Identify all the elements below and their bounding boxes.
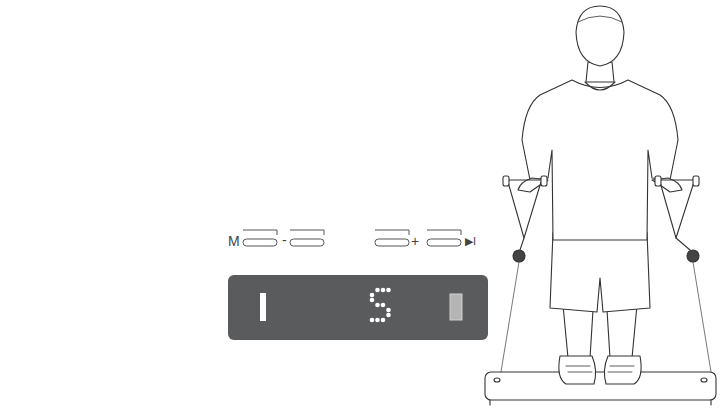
- button-label: -: [282, 233, 287, 247]
- led-dot: [370, 298, 375, 303]
- button: [243, 239, 277, 246]
- led-dot: [375, 303, 380, 308]
- display-indicator: [450, 294, 462, 320]
- led-dot: [386, 308, 391, 313]
- led-dot: [370, 318, 375, 323]
- led-digit: [370, 288, 391, 323]
- button: [427, 239, 461, 246]
- led-dot: [386, 313, 391, 318]
- button-label: ▶I: [465, 236, 476, 247]
- button-bracket: [243, 230, 461, 235]
- led-dot: [381, 303, 386, 308]
- led-dot: [375, 288, 380, 293]
- button-row: [243, 230, 461, 246]
- button-label: +: [411, 234, 419, 248]
- person-figure: [485, 6, 716, 405]
- led-dot: [370, 293, 375, 298]
- led-dot: [381, 288, 386, 293]
- button: [375, 239, 409, 246]
- led-dot: [386, 288, 391, 293]
- display-bar: [260, 293, 266, 321]
- led-dot: [375, 318, 380, 323]
- led-dot: [381, 318, 386, 323]
- button: [290, 239, 324, 246]
- button-label: M: [228, 234, 240, 248]
- display-panel: [228, 275, 488, 340]
